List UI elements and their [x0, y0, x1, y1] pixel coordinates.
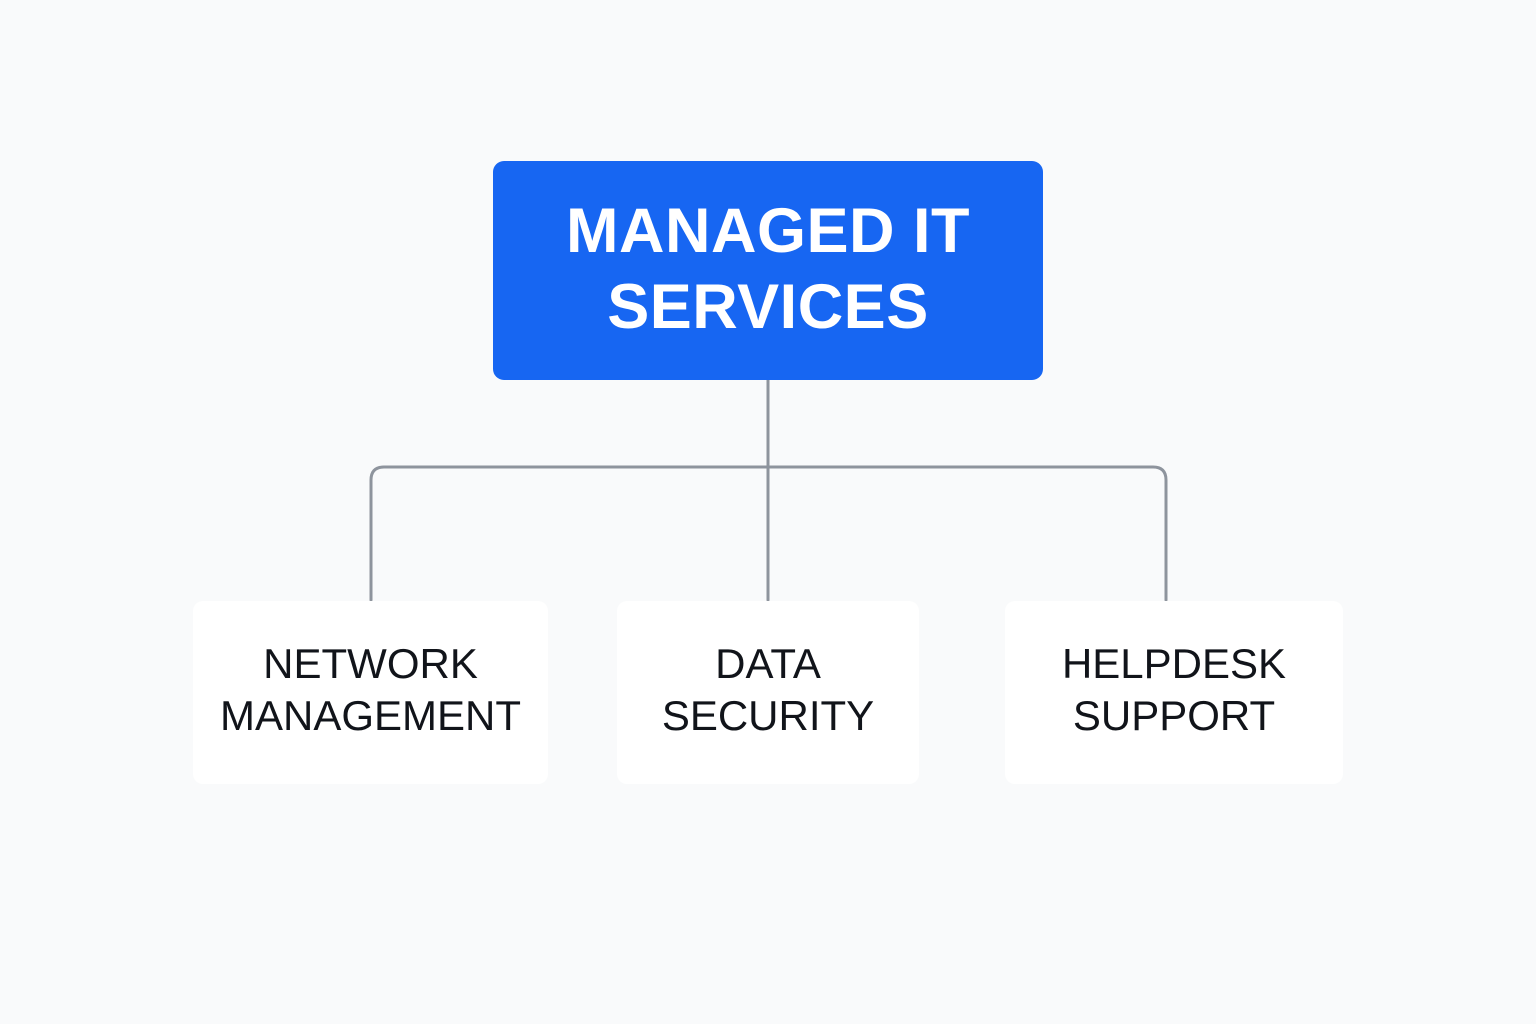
data-security-line-2: SECURITY — [661, 691, 875, 739]
child-node-helpdesk-support: HELPDESK SUPPORT — [1005, 601, 1343, 784]
child-node-network-management: NETWORK MANAGEMENT — [193, 601, 548, 784]
data-security-line-1: DATA — [715, 639, 821, 687]
helpdesk-support-line-2: SUPPORT — [1072, 691, 1276, 739]
network-management-line-1: NETWORK — [263, 639, 478, 687]
root-title-line-2: SERVICES — [607, 271, 929, 342]
root-title-line-1: MANAGED IT — [566, 195, 970, 266]
helpdesk-support-line-1: HELPDESK — [1061, 639, 1287, 687]
child-node-data-security: DATA SECURITY — [617, 601, 919, 784]
root-node-managed-it-services: MANAGED IT SERVICES — [493, 161, 1043, 380]
network-management-line-2: MANAGEMENT — [219, 691, 521, 739]
